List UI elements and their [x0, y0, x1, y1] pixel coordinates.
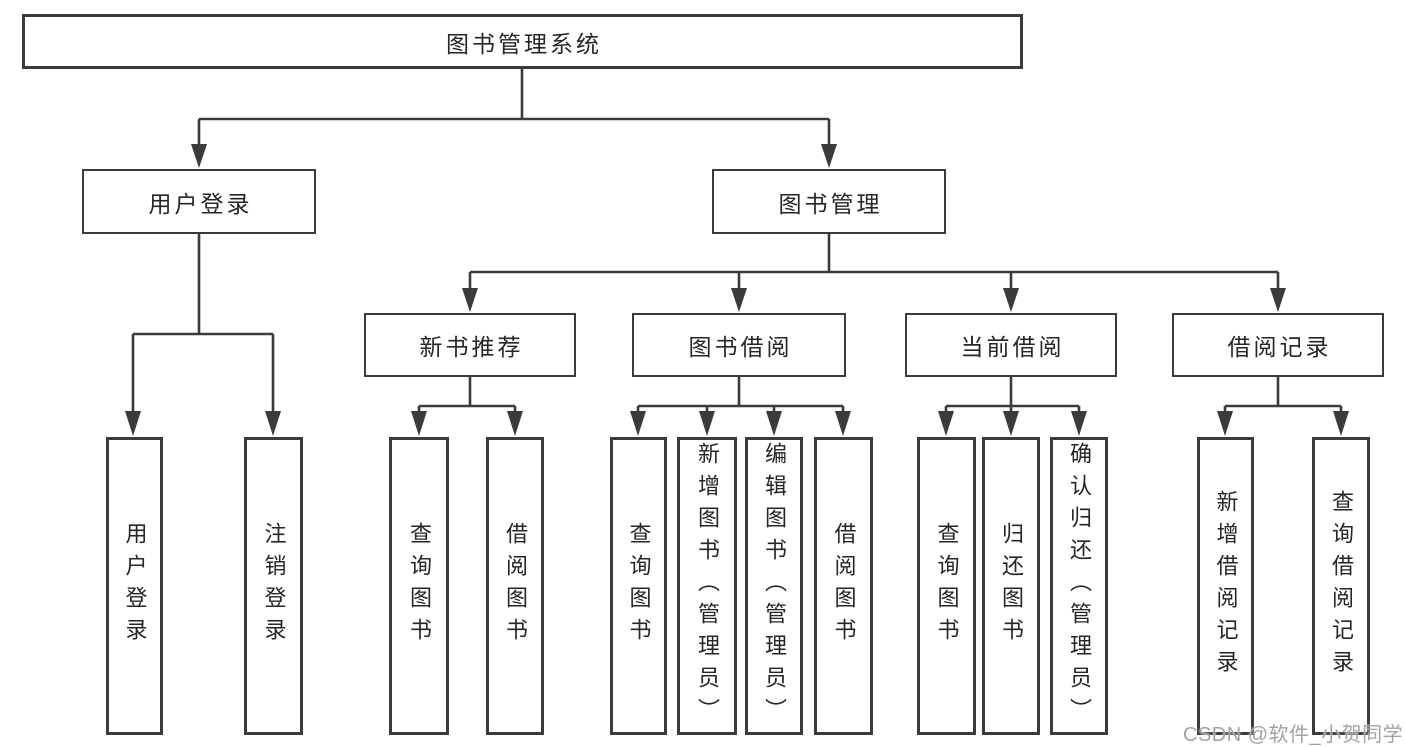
leaf-query-books-current: 查询图书 — [917, 437, 976, 735]
node-user-login: 用户登录 — [82, 169, 316, 234]
leaf-confirm-return-admin: 确认归还（管理员） — [1050, 437, 1108, 735]
leaf-label: 借阅图书 — [831, 522, 857, 650]
leaf-return-books: 归还图书 — [982, 437, 1040, 735]
leaf-edit-books-admin: 编辑图书（管理员） — [745, 437, 803, 735]
node-book-management: 图书管理 — [712, 169, 946, 234]
leaf-query-books-recommend: 查询图书 — [389, 437, 449, 735]
leaf-add-books-admin: 新增图书（管理员） — [677, 437, 737, 735]
leaf-label: 新增借阅记录 — [1213, 490, 1239, 682]
leaf-add-borrow-record: 新增借阅记录 — [1197, 437, 1254, 735]
watermark: CSDN @软件_小贺同学 — [1183, 724, 1404, 746]
leaf-label: 查询图书 — [407, 522, 432, 650]
node-book-borrowing: 图书借阅 — [632, 313, 846, 377]
node-borrow-records: 借阅记录 — [1172, 313, 1384, 377]
leaf-label: 确认归还（管理员） — [1067, 442, 1092, 730]
leaf-logout: 注销登录 — [244, 437, 303, 735]
leaf-label: 查询图书 — [934, 522, 960, 650]
node-current-borrowing: 当前借阅 — [905, 313, 1117, 377]
leaf-borrow-books-recommend: 借阅图书 — [486, 437, 544, 735]
leaf-label: 新增图书（管理员） — [695, 442, 720, 730]
leaf-label: 注销登录 — [261, 522, 287, 650]
leaf-label: 查询借阅记录 — [1329, 490, 1354, 682]
leaf-label: 借阅图书 — [503, 522, 528, 650]
leaf-user-login: 用户登录 — [106, 437, 163, 735]
node-new-book-recommend: 新书推荐 — [364, 313, 576, 377]
leaf-query-books-borrowing: 查询图书 — [610, 437, 667, 735]
leaf-label: 归还图书 — [999, 522, 1024, 650]
node-root: 图书管理系统 — [22, 14, 1023, 69]
leaf-label: 编辑图书（管理员） — [762, 442, 787, 730]
leaf-borrow-books: 借阅图书 — [814, 437, 873, 735]
leaf-label: 用户登录 — [122, 522, 148, 650]
leaf-label: 查询图书 — [626, 522, 652, 650]
leaf-query-borrow-record: 查询借阅记录 — [1312, 437, 1370, 735]
